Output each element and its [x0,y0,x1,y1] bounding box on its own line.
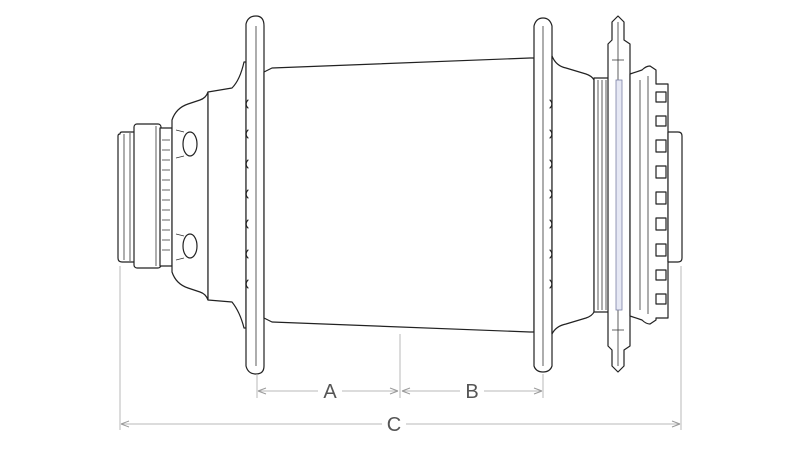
left-seal [159,127,173,267]
rotor-disc [607,15,631,373]
dimension-b-label: B [465,381,478,403]
hub-body [263,57,535,333]
freehub-body [593,77,611,313]
dimension-b: B [401,381,543,403]
right-flange [533,17,553,373]
right-end-cap [667,131,683,263]
right-collar [551,55,595,335]
splined-body [629,65,669,325]
dimension-a-label: A [323,381,337,403]
left-flange [245,15,265,375]
dimension-a: A [257,381,399,403]
dimension-c-label: C [387,414,401,436]
left-shoulder [171,91,209,301]
left-collar [207,61,247,329]
extension-lines [119,266,682,430]
left-end-cap [117,123,162,269]
dimension-c: C [120,414,681,436]
